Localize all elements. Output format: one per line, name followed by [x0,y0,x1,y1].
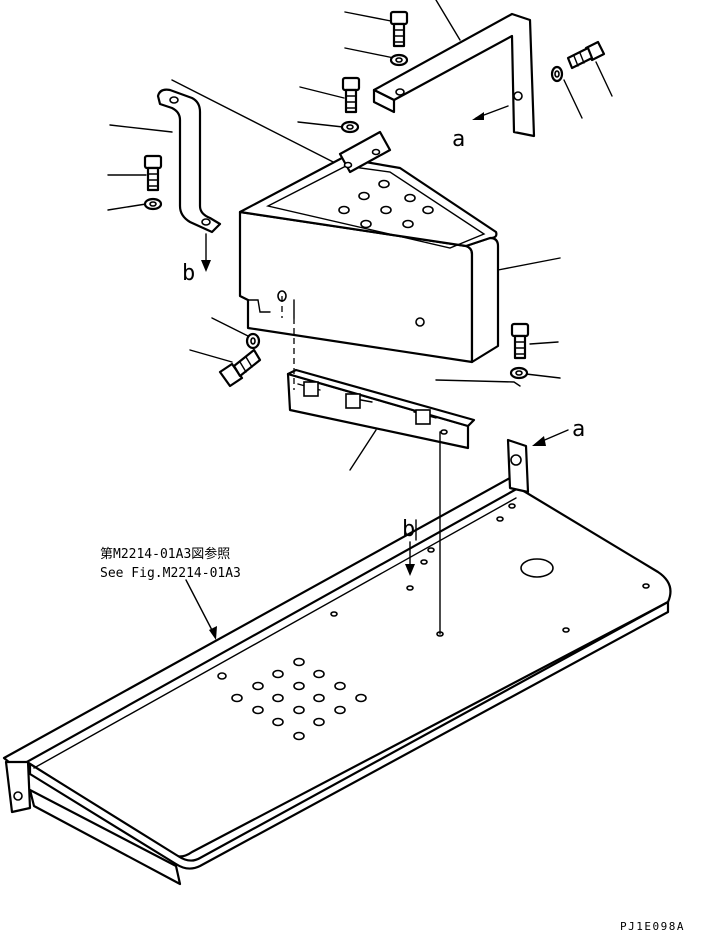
arrow-a-top [472,105,509,120]
alignment-lines [281,296,441,635]
bolt-side-right [510,322,530,360]
bolt-front-left [218,348,262,388]
bolt-top-2 [341,76,361,114]
left-bracket [156,88,222,234]
washer-left [143,197,163,211]
washer-side-right [509,366,529,380]
arrow-b-left [201,233,211,272]
washer-front-left [245,332,261,350]
bolt-left [143,154,163,192]
platform-plate [2,438,672,886]
reference-note-japanese: 第M2214-01A3図参照 [100,546,230,562]
washer-top-1 [389,53,409,67]
cover-box-holes [277,179,434,327]
top-bracket [338,12,536,174]
arrow-b-center [405,541,415,576]
washer-top-2 [340,120,360,134]
arrow-a-right [532,429,569,446]
view-label-a-top: a [452,127,465,152]
view-label-a-right: a [572,417,585,442]
angle-bracket [286,368,476,450]
leader-lines [107,0,613,471]
view-label-b-center: b [402,517,415,542]
bolt-right [566,40,606,70]
reference-note-english: See Fig.M2214-01A3 [100,566,241,581]
view-label-b-left: b [182,261,195,286]
platform-holes [217,503,650,741]
bolt-top-1 [389,10,409,48]
reference-leader-arrow [185,579,217,640]
cover-box [238,156,500,364]
washer-right [550,65,564,83]
drawing-code: PJ1E098A [620,920,685,933]
